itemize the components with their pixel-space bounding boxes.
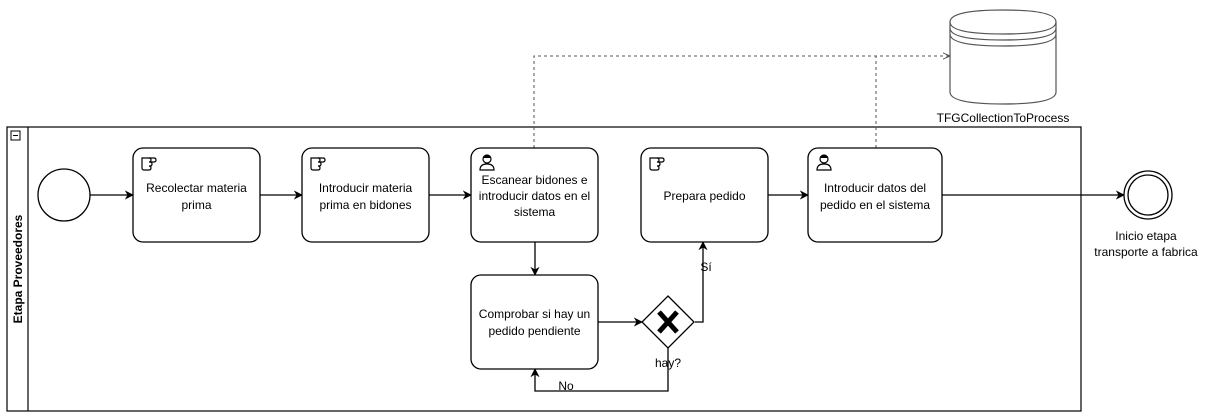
flow-gateway-prepara[interactable] [695,241,708,323]
end-event-label-line: Inicio etapa [1115,229,1177,243]
lane-label: Etapa Proveedores [11,214,25,323]
task-label-line: Comprobar si hay un [479,307,590,321]
collapse-icon[interactable] [10,130,21,141]
datastore-label: TFGCollectionToProcess [937,111,1070,125]
flow-label-yes: Sí [700,260,712,274]
task-label-line: pedido pendiente [488,324,580,338]
flow-label-no: No [558,379,574,393]
task-introducir-materia[interactable]: Introducir materia prima en bidones [301,147,430,243]
exclusive-gateway[interactable] [641,295,695,349]
task-recolectar[interactable]: Recolectar materia prima [132,147,261,243]
task-label-line: Introducir materia [319,181,413,195]
task-label-line: Introducir datos del [824,181,926,195]
user-icon [479,154,495,171]
hand-icon [310,157,326,171]
datastore[interactable] [949,9,1057,105]
task-introducir-datos[interactable]: Introducir datos del pedido en el sistem… [807,147,943,243]
association-scan-datastore[interactable] [533,56,950,148]
end-event[interactable] [1123,170,1173,220]
task-label-line: Recolectar materia [146,181,247,195]
task-label-line: pedido en el sistema [820,198,930,212]
x-icon [657,310,679,334]
start-event[interactable] [37,168,91,222]
task-label-line: Prepara pedido [663,189,745,203]
flow-gateway-comprobar[interactable] [530,348,669,392]
task-escanear[interactable]: Escanear bidones e introducir datos en e… [470,147,599,243]
task-label-line: prima en bidones [319,198,411,212]
task-label-line: Escanear bidones e [481,173,587,187]
task-prepara-pedido[interactable]: Prepara pedido [640,147,769,243]
gateway-label: hay? [655,356,681,370]
hand-icon [649,157,665,171]
task-comprobar[interactable]: Comprobar si hay un pedido pendiente [470,274,599,370]
task-label-line: prima [181,198,211,212]
task-label-line: sistema [514,205,556,219]
task-label-line: introducir datos en el [479,189,590,203]
hand-icon [141,157,157,171]
end-event-label-line: transporte a fabrica [1094,245,1198,259]
user-icon [816,154,832,171]
